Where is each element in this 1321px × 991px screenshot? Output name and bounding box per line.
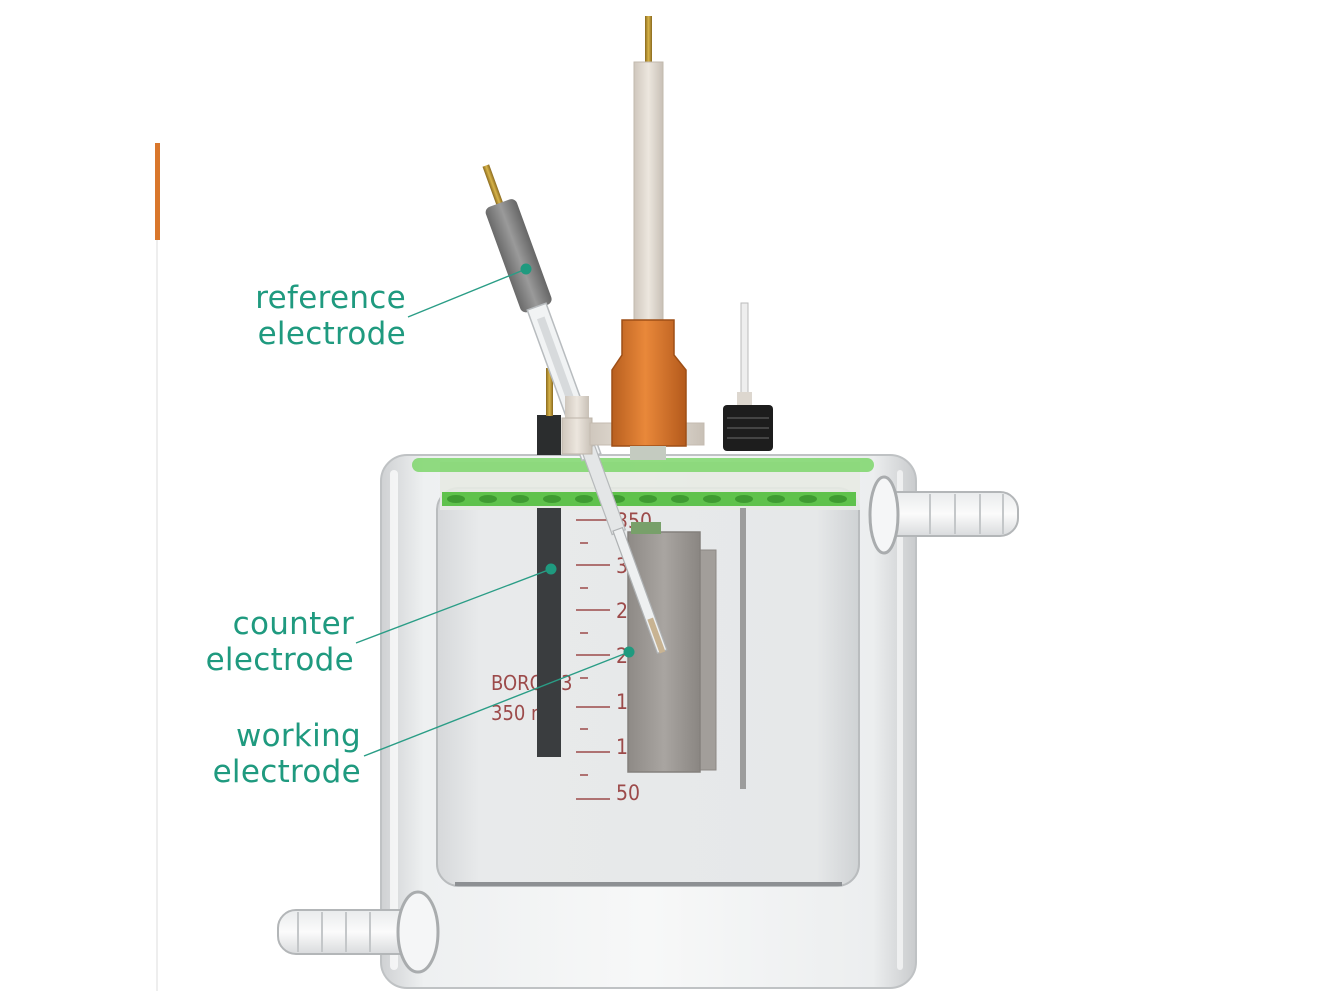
upper-hose-barb — [868, 475, 1019, 555]
reference-dot — [520, 263, 532, 275]
working-electrode-label: working electrode — [213, 718, 361, 790]
counter-electrode-plate — [537, 508, 561, 757]
working-dot — [623, 646, 635, 658]
reference-port-lower — [561, 417, 593, 455]
counter-electrode-stem — [537, 415, 561, 455]
counter-electrode-pin — [546, 368, 553, 416]
gasket-top — [412, 458, 874, 472]
central-rod — [633, 61, 664, 325]
left-border — [156, 240, 158, 991]
reference-leader-line — [407, 268, 527, 318]
central-pin — [645, 16, 652, 66]
counter-label-line2: electrode — [205, 642, 354, 678]
gas-inlet-collar — [737, 392, 752, 408]
reference-port-upper — [565, 396, 589, 418]
lower-hose-barb — [277, 890, 440, 974]
counter-electrode-label: counter electrode — [206, 606, 354, 678]
gas-inlet-rod — [740, 508, 746, 789]
gas-inlet-upper — [740, 302, 749, 396]
gasket-bolts — [447, 495, 847, 503]
working-electrode-body — [627, 531, 701, 773]
working-leader-line — [363, 651, 630, 757]
reference-electrode-label: reference electrode — [255, 280, 406, 352]
counter-label-line1: counter — [232, 606, 354, 642]
counter-dot — [545, 563, 557, 575]
jacket-highlight-left — [390, 470, 398, 970]
reference-label-line1: reference — [255, 280, 406, 316]
working-electrode-back — [699, 549, 717, 771]
graduation-50: 50 — [616, 781, 640, 805]
reference-label-line2: electrode — [257, 316, 406, 352]
counter-leader-line — [355, 568, 552, 644]
working-electrode-connector — [631, 522, 661, 534]
edge-accent-strip — [155, 143, 160, 240]
copper-fitting — [611, 319, 687, 447]
working-label-line1: working — [235, 718, 361, 754]
graduation-ticks — [576, 519, 610, 800]
working-label-line2: electrode — [212, 754, 361, 790]
gas-inlet-fitting — [723, 405, 773, 451]
copper-fitting-base — [630, 446, 666, 460]
jacket-highlight-right — [897, 470, 903, 970]
